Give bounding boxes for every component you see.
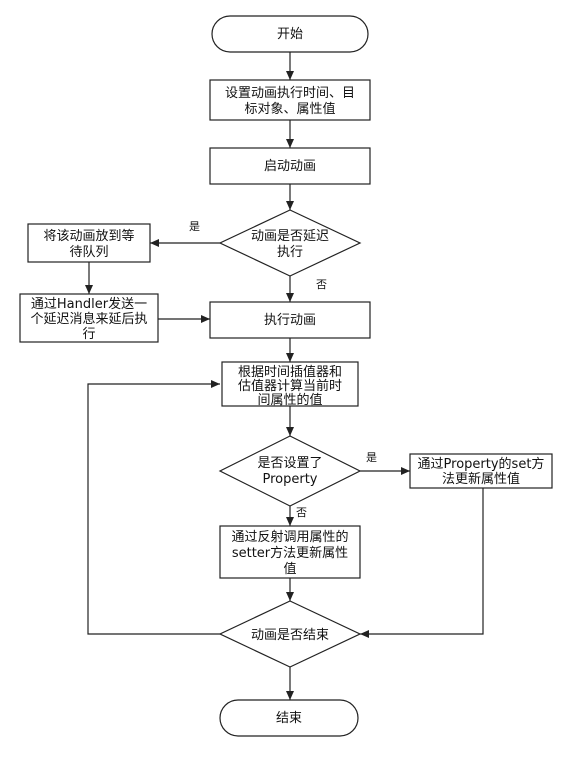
start-text: 开始 <box>277 27 303 42</box>
start-anim-text: 启动动画 <box>264 159 316 174</box>
property-decision: 是否设置了 Property <box>218 435 362 507</box>
reflect-setter-line-3: 值 <box>283 561 296 577</box>
reflect-setter-step: 通过反射调用属性的 setter方法更新属性 值 <box>219 525 361 579</box>
start-anim-step: 启动动画 <box>209 147 371 185</box>
end-terminal: 结束 <box>219 699 359 737</box>
execute-anim-text: 执行动画 <box>264 313 316 328</box>
edge-loop-back-to-compute <box>87 380 220 635</box>
handler-delay-line-3: 行 <box>82 327 95 342</box>
start-terminal: 开始 <box>211 15 369 53</box>
property-set-line-2: 法更新属性值 <box>442 471 520 487</box>
compute-value-line-3: 间属性的值 <box>257 392 322 408</box>
set-params-line-1: 设置动画执行时间、目 <box>225 86 355 101</box>
yes-label-delay: 是 <box>189 220 200 233</box>
set-params-line-2: 标对象、属性值 <box>244 101 335 117</box>
edge-set-to-finish-check <box>360 488 484 638</box>
end-text: 结束 <box>276 711 302 726</box>
property-set-step: 通过Property的set方 法更新属性值 <box>409 453 553 489</box>
wait-queue-line-1: 将该动画放到等 <box>43 228 134 244</box>
wait-queue-line-2: 待队列 <box>69 245 108 260</box>
compute-value-line-1: 根据时间插值器和 <box>238 364 342 380</box>
delay-decision-line-1: 动画是否延迟 <box>251 229 329 244</box>
reflect-setter-line-2: setter方法更新属性 <box>232 545 348 561</box>
no-label-property: 否 <box>296 506 307 519</box>
property-decision-line-1: 是否设置了 <box>257 456 322 471</box>
reflect-setter-line-1: 通过反射调用属性的 <box>231 529 348 545</box>
no-label-delay: 否 <box>316 278 327 291</box>
finish-decision: 动画是否结束 <box>218 600 362 668</box>
yes-label-property: 是 <box>366 451 377 464</box>
property-decision-line-2: Property <box>262 472 317 487</box>
delay-decision-line-2: 执行 <box>277 245 303 260</box>
property-set-line-1: 通过Property的set方 <box>418 456 545 472</box>
handler-delay-line-1: 通过Handler发送一 <box>31 296 147 312</box>
handler-delay-line-2: 个延迟消息来延后执 <box>30 311 147 327</box>
connectors <box>85 52 484 700</box>
compute-value-line-2: 估值器计算当前时 <box>238 378 342 394</box>
finish-decision-text: 动画是否结束 <box>251 628 329 643</box>
execute-anim-step: 执行动画 <box>209 301 371 339</box>
delay-decision: 动画是否延迟 执行 <box>218 209 362 277</box>
set-params-step: 设置动画执行时间、目 标对象、属性值 <box>209 79 371 121</box>
compute-value-step: 根据时间插值器和 估值器计算当前时 间属性的值 <box>221 361 359 408</box>
handler-delay-step: 通过Handler发送一 个延迟消息来延后执 行 <box>19 293 159 343</box>
wait-queue-step: 将该动画放到等 待队列 <box>27 223 151 263</box>
